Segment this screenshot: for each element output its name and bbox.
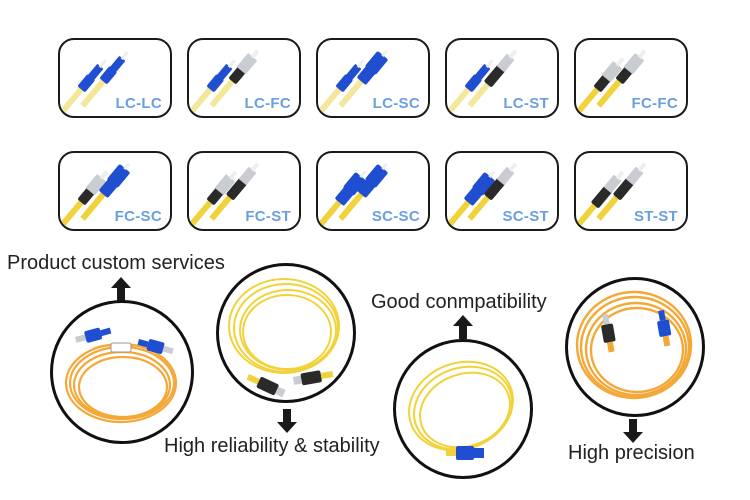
- cable-coil-image-lc: [50, 300, 194, 444]
- connector-pair-icon: [318, 162, 389, 229]
- feature-compatibility: Good conmpatibility: [371, 291, 547, 313]
- connector-tile-fc-fc: FC-FC: [574, 38, 688, 118]
- connector-pair-icon: [189, 162, 260, 229]
- connector-tile-sc-st: SC-ST: [445, 151, 559, 231]
- connector-label: SC-SC: [371, 208, 420, 225]
- connector-tile-fc-sc: FC-SC: [58, 151, 172, 231]
- connector-tile-fc-st: FC-ST: [187, 151, 301, 231]
- feature-custom-services: Product custom services: [7, 252, 225, 274]
- connector-pair-icon: [189, 49, 260, 116]
- connector-label: LC-SC: [372, 95, 420, 112]
- connector-label: LC-FC: [244, 95, 291, 112]
- connector-tile-lc-lc: LC-LC: [58, 38, 172, 118]
- connector-label: LC-ST: [503, 95, 549, 112]
- connector-tile-st-st: ST-ST: [574, 151, 688, 231]
- connector-pair-icon: [447, 49, 518, 116]
- connector-pair-icon: [60, 51, 129, 116]
- connector-pair-icon: [576, 162, 647, 229]
- connector-tile-lc-st: LC-ST: [445, 38, 559, 118]
- cable-coil-image-fc: [216, 263, 356, 403]
- feature-reliability: High reliability & stability: [164, 435, 380, 457]
- connector-pair-icon: [318, 49, 389, 116]
- connector-tile-lc-sc: LC-SC: [316, 38, 430, 118]
- connector-pair-icon: [447, 162, 518, 229]
- connector-label: FC-SC: [114, 208, 162, 225]
- arrow-down-icon: [277, 409, 297, 433]
- connector-label: FC-FC: [631, 95, 678, 112]
- cable-coil-image-sc: [393, 339, 533, 479]
- connector-label: LC-LC: [115, 95, 162, 112]
- arrow-down-icon: [623, 419, 643, 443]
- connector-pair-icon: [576, 49, 647, 116]
- connector-pair-icon: [60, 162, 131, 229]
- connector-label: SC-ST: [502, 208, 549, 225]
- feature-precision: High precision: [568, 442, 695, 464]
- arrow-up-icon: [111, 277, 131, 301]
- connector-label: ST-ST: [633, 208, 678, 225]
- connector-tile-sc-sc: SC-SC: [316, 151, 430, 231]
- cable-coil-image-fc-lc: [565, 277, 705, 417]
- connector-tile-lc-fc: LC-FC: [187, 38, 301, 118]
- connector-label: FC-ST: [245, 208, 291, 225]
- arrow-up-icon: [453, 315, 473, 339]
